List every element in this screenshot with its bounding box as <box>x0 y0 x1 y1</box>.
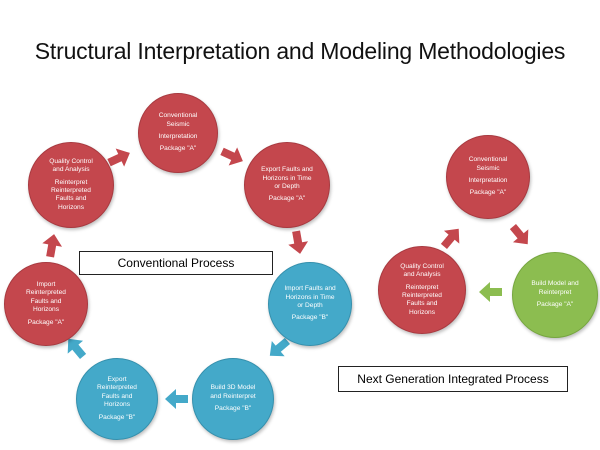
node-text: Quality Control <box>49 157 93 165</box>
node-text: Package "B" <box>214 405 252 413</box>
node-text: Seismic <box>166 120 190 128</box>
node-import-faults: Import Faults and Horizons in Time or De… <box>268 262 352 346</box>
node-text: Export <box>107 375 127 383</box>
node-text: or Depth <box>274 183 300 190</box>
node-export-reinterpreted: Export Reinterpreted Faults and Horizons… <box>76 358 158 440</box>
node-quality-control: Quality Control and Analysis Reinterpret… <box>28 142 114 228</box>
node-ng-conventional-seismic: Conventional Seismic Interpretation Pack… <box>446 135 530 219</box>
node-text: Reinterpret <box>405 283 439 291</box>
arrow-quality-to-seismic <box>107 148 130 167</box>
node-text: Package "A" <box>159 145 197 153</box>
node-text: Interpretation <box>158 133 198 140</box>
node-text: Import Faults and <box>284 285 336 293</box>
node-text: or Depth <box>297 302 323 309</box>
node-text: and Analysis <box>403 271 441 279</box>
node-text: Quality Control <box>400 262 444 270</box>
page-title: Structural Interpretation and Modeling M… <box>34 38 566 64</box>
node-text: Build 3D Model <box>210 384 256 392</box>
node-text: Build Model and <box>531 280 579 288</box>
arrow-seismic-to-export <box>220 147 243 166</box>
node-import-reinterpreted: Import Reinterpreted Faults and Horizons… <box>4 262 88 346</box>
node-text: Faults and <box>30 297 62 305</box>
node-text: and Reinterpret <box>210 392 256 400</box>
node-text: Horizons <box>57 203 85 211</box>
arrow-build-to-export-reinterpreted <box>165 389 188 409</box>
next-generation-process-label: Next Generation Integrated Process <box>338 366 568 392</box>
node-text: Package "A" <box>268 195 306 203</box>
node-text: Export Faults and <box>261 166 313 174</box>
node-text: Horizons <box>32 306 60 314</box>
arrow-import-to-build <box>269 337 290 357</box>
node-text: Horizons <box>103 401 131 409</box>
node-text: Conventional <box>468 156 508 164</box>
node-text: Faults and <box>55 195 87 203</box>
node-text: Package "B" <box>291 314 329 322</box>
node-text: Interpretation <box>468 177 508 184</box>
node-text: Horizons in Time <box>262 174 312 182</box>
arrow-ng-quality-to-seismic <box>440 228 460 249</box>
node-export-faults: Export Faults and Horizons in Time or De… <box>244 142 330 228</box>
node-text: Reinterpreted <box>51 187 91 194</box>
node-build-3d-model: Build 3D Model and Reinterpret Package "… <box>192 358 274 440</box>
node-text: Reinterpreted <box>26 289 66 297</box>
node-text: Seismic <box>476 164 500 172</box>
node-conventional-seismic: Conventional Seismic Interpretation Pack… <box>138 93 218 173</box>
node-text: Reinterpreted <box>97 384 137 392</box>
node-text: Package "A" <box>27 318 65 326</box>
arrow-ng-build-to-quality <box>479 282 502 302</box>
node-text: Reinterpreted <box>402 292 442 299</box>
node-text: Horizons <box>408 308 436 316</box>
node-text: Import <box>36 280 56 288</box>
node-text: Package "A" <box>469 189 507 197</box>
node-text: Conventional <box>158 112 198 120</box>
node-text: Horizons in Time <box>285 293 335 301</box>
node-text: Reinterpret <box>54 178 88 186</box>
arrow-export-to-import-reinterpreted <box>67 338 87 359</box>
node-text: Package "B" <box>98 413 136 421</box>
node-ng-quality-control: Quality Control and Analysis Reinterpret… <box>378 246 466 334</box>
node-text: and Analysis <box>52 166 90 174</box>
node-text: Package "A" <box>536 301 574 309</box>
node-text: Faults and <box>101 392 133 400</box>
arrow-export-to-import <box>288 230 309 254</box>
node-ng-build-model: Build Model and Reinterpret Package "A" <box>512 252 598 338</box>
arrow-import-to-quality <box>42 234 63 258</box>
conventional-process-label: Conventional Process <box>79 251 273 275</box>
node-text: Faults and <box>406 300 438 308</box>
node-text: Reinterpret <box>538 288 572 296</box>
arrow-ng-seismic-to-build <box>509 224 529 245</box>
